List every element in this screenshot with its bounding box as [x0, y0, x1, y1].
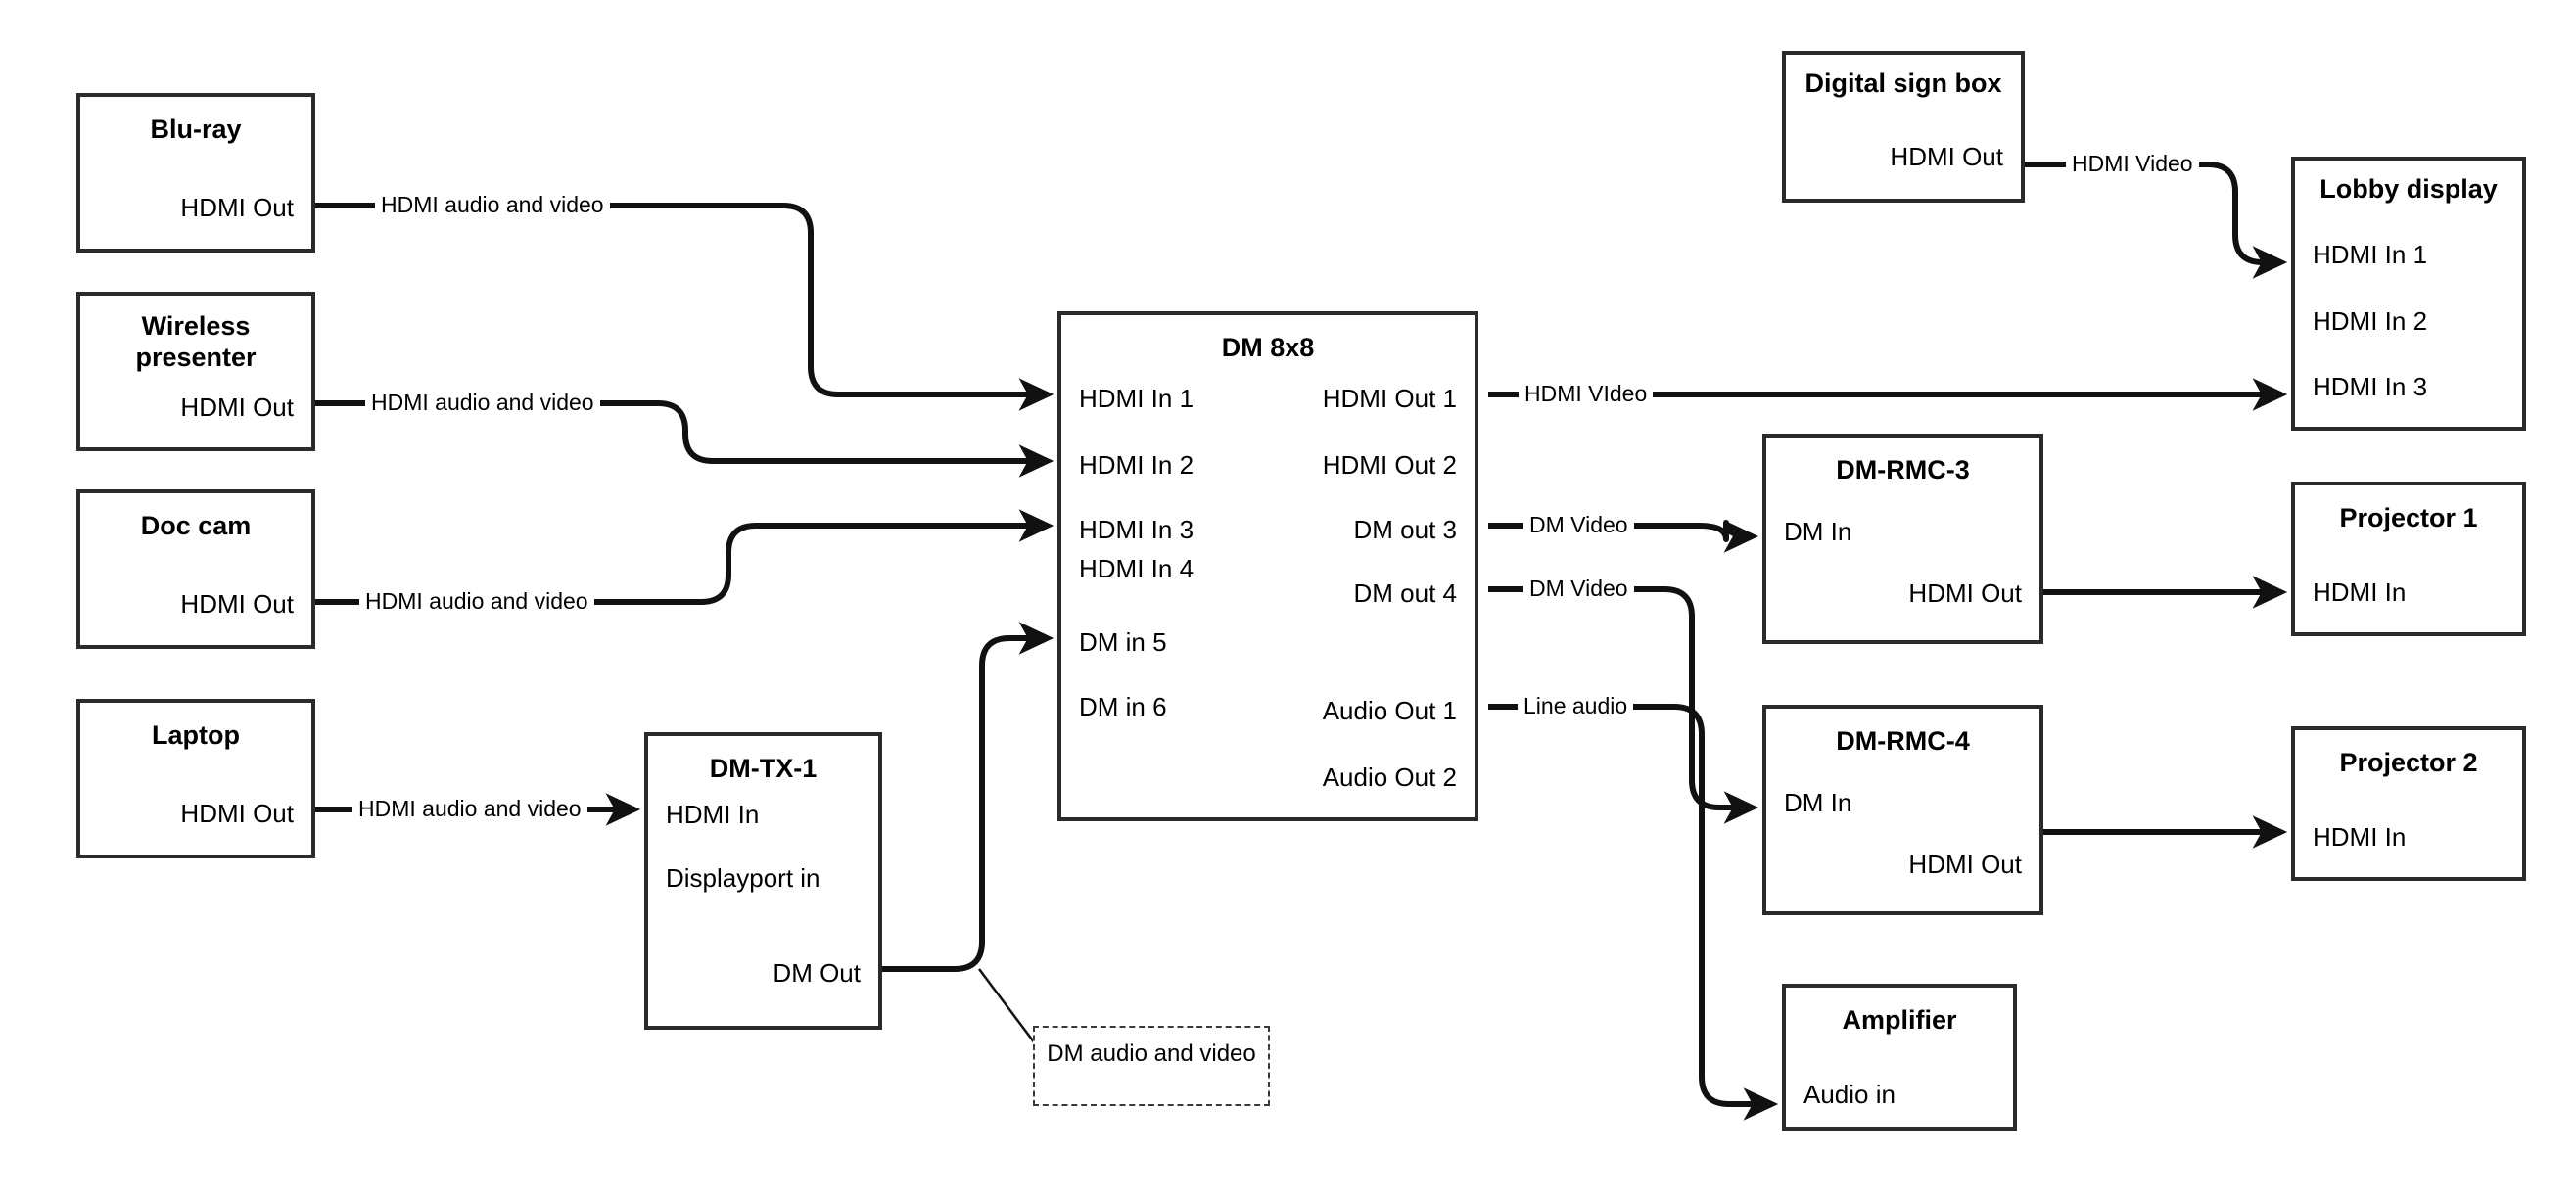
node-title-dm-rmc-4: DM-RMC-4 [1836, 726, 1970, 756]
port-dm-8x8-hdmi-out-1[interactable]: HDMI Out 1 [1322, 384, 1457, 413]
port-projector-1-hdmi-in[interactable]: HDMI In [2313, 577, 2407, 607]
port-laptop-hdmi-out[interactable]: HDMI Out [180, 799, 294, 828]
port-dm-rmc-3-hdmi-out[interactable]: HDMI Out [1908, 578, 2022, 608]
port-dm-rmc-3-dm-in[interactable]: DM In [1784, 517, 1852, 546]
port-dm-rmc-4-hdmi-out[interactable]: HDMI Out [1908, 850, 2022, 879]
wire-label-laptop: HDMI audio and video [352, 798, 587, 820]
port-lobby-display-hdmi-in-1[interactable]: HDMI In 1 [2313, 240, 2428, 269]
node-amplifier[interactable]: Amplifier Audio in [1782, 984, 2017, 1131]
port-lobby-display-hdmi-in-2[interactable]: HDMI In 2 [2313, 306, 2428, 336]
node-lobby-display[interactable]: Lobby display HDMI In 1 HDMI In 2 HDMI I… [2291, 157, 2526, 431]
node-wireless-presenter[interactable]: Wireless presenter HDMI Out [76, 292, 315, 451]
wire-label-hdmi-out-1: HDMI VIdeo [1519, 383, 1654, 405]
node-laptop[interactable]: Laptop HDMI Out [76, 699, 315, 858]
callout-leader-line [978, 968, 1036, 1044]
port-dm-tx-1-displayport-in[interactable]: Displayport in [666, 863, 820, 893]
wire-label-dm-out-4: DM Video [1523, 577, 1634, 600]
node-dm-rmc-3[interactable]: DM-RMC-3 DM In HDMI Out [1762, 434, 2043, 644]
port-wireless-presenter-hdmi-out[interactable]: HDMI Out [180, 393, 294, 422]
wire-dmtx1-to-dm8x8-dm-in-5 [882, 622, 1054, 972]
node-title-projector-1: Projector 1 [2339, 503, 2478, 532]
node-title-lobby-display: Lobby display [2319, 174, 2498, 204]
node-projector-1[interactable]: Projector 1 HDMI In [2291, 482, 2526, 636]
port-lobby-display-hdmi-in-3[interactable]: HDMI In 3 [2313, 372, 2428, 401]
node-title-doc-cam: Doc cam [140, 511, 252, 540]
wire-label-signbox: HDMI Video [2066, 153, 2199, 175]
port-dm-8x8-audio-out-1[interactable]: Audio Out 1 [1322, 696, 1457, 725]
port-dm-8x8-hdmi-out-2[interactable]: HDMI Out 2 [1322, 450, 1457, 480]
port-projector-2-hdmi-in[interactable]: HDMI In [2313, 822, 2407, 852]
node-title-amplifier: Amplifier [1842, 1005, 1957, 1035]
port-dm-8x8-dm-out-3[interactable]: DM out 3 [1353, 515, 1458, 544]
wire-label-audio-out-1: Line audio [1518, 695, 1634, 717]
port-digital-sign-box-hdmi-out[interactable]: HDMI Out [1890, 142, 2003, 171]
port-dm-8x8-dm-out-4[interactable]: DM out 4 [1353, 578, 1458, 608]
wire-bluray-to-dm8x8-hdmi-in-1 [315, 203, 1054, 411]
port-doc-cam-hdmi-out[interactable]: HDMI Out [180, 589, 294, 619]
wire-signbox-to-lobby-hdmi-in-1 [2025, 162, 2288, 279]
port-dm-tx-1-dm-out[interactable]: DM Out [773, 958, 861, 988]
wire-label-doccam: HDMI audio and video [359, 590, 594, 613]
port-dm-8x8-dm-in-6[interactable]: DM in 6 [1079, 692, 1167, 721]
node-title-dm-tx-1: DM-TX-1 [709, 754, 818, 783]
port-dm-tx-1-hdmi-in[interactable]: HDMI In [666, 800, 760, 829]
callout-text: DM audio and video [1047, 1040, 1256, 1067]
node-digital-sign-box[interactable]: Digital sign box HDMI Out [1782, 51, 2025, 203]
wire-label-dm-out-3: DM Video [1523, 514, 1634, 536]
port-dm-8x8-hdmi-in-3[interactable]: HDMI In 3 [1079, 515, 1194, 544]
node-projector-2[interactable]: Projector 2 HDMI In [2291, 726, 2526, 881]
node-doc-cam[interactable]: Doc cam HDMI Out [76, 489, 315, 649]
node-title-blu-ray: Blu-ray [150, 115, 242, 144]
node-dm-tx-1[interactable]: DM-TX-1 HDMI In Displayport in DM Out [644, 732, 882, 1030]
node-dm-rmc-4[interactable]: DM-RMC-4 DM In HDMI Out [1762, 705, 2043, 915]
port-dm-8x8-hdmi-in-2[interactable]: HDMI In 2 [1079, 450, 1194, 480]
callout-dm-audio-and-video: DM audio and video [1033, 1026, 1270, 1106]
port-dm-8x8-hdmi-in-4[interactable]: HDMI In 4 [1079, 554, 1194, 583]
wire-label-bluray: HDMI audio and video [375, 194, 610, 216]
node-title-projector-2: Projector 2 [2339, 748, 2478, 777]
port-blu-ray-hdmi-out[interactable]: HDMI Out [180, 193, 294, 222]
node-title-wireless-presenter: Wireless presenter [135, 311, 257, 372]
node-title-dm-8x8: DM 8x8 [1221, 333, 1315, 362]
port-dm-8x8-dm-in-5[interactable]: DM in 5 [1079, 627, 1167, 657]
port-dm-8x8-audio-out-2[interactable]: Audio Out 2 [1322, 762, 1457, 792]
port-amplifier-audio-in[interactable]: Audio in [1803, 1080, 1896, 1109]
port-dm-8x8-hdmi-in-1[interactable]: HDMI In 1 [1079, 384, 1194, 413]
wire-label-wireless: HDMI audio and video [365, 392, 600, 414]
wire-dm8x8-audioout1-to-amplifier [1488, 704, 1779, 1121]
node-dm-8x8[interactable]: DM 8x8 HDMI In 1 HDMI In 2 HDMI In 3 HDM… [1057, 311, 1478, 821]
node-title-dm-rmc-3: DM-RMC-3 [1836, 455, 1970, 485]
node-title-laptop: Laptop [152, 720, 240, 750]
node-title-digital-sign-box: Digital sign box [1804, 69, 2002, 98]
port-dm-rmc-4-dm-in[interactable]: DM In [1784, 788, 1852, 817]
node-blu-ray[interactable]: Blu-ray HDMI Out [76, 93, 315, 253]
